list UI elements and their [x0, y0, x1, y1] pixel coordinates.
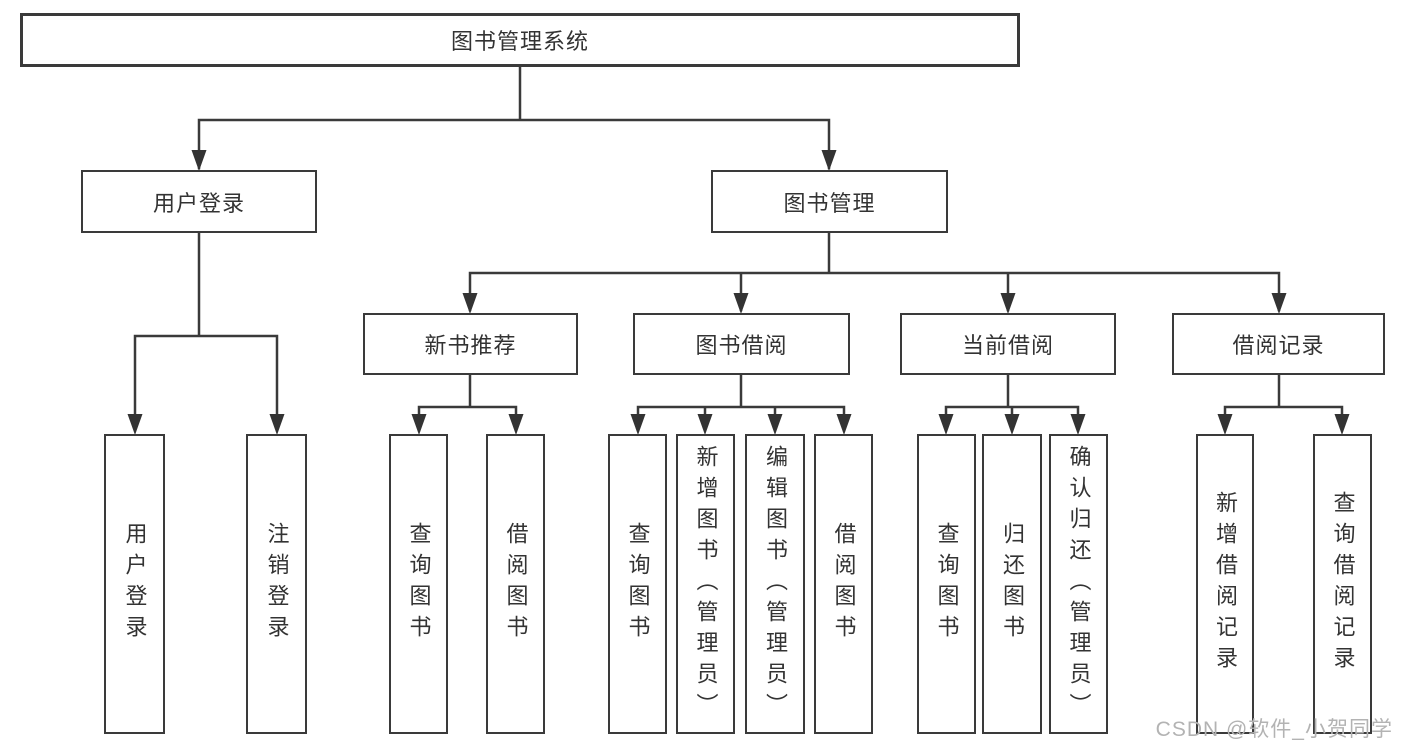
- leaf-query-borrow-record: 查询借阅记录: [1313, 434, 1372, 734]
- node-label: 图书借阅: [695, 333, 788, 358]
- node-current-borrowing: 当前借阅: [900, 313, 1116, 375]
- leaf-label: 编辑图书（管理员）: [763, 444, 788, 724]
- leaf-label: 查询图书: [625, 522, 651, 646]
- leaf-query-books-borrowing: 查询图书: [608, 434, 667, 734]
- leaf-label: 注销登录: [264, 522, 290, 646]
- leaf-confirm-return-admin: 确认归还（管理员）: [1049, 434, 1108, 734]
- leaf-label: 借阅图书: [831, 522, 857, 646]
- node-new-book-recommendation: 新书推荐: [363, 313, 578, 375]
- leaf-add-books-admin: 新增图书（管理员）: [676, 434, 735, 734]
- leaf-return-books: 归还图书: [982, 434, 1042, 734]
- leaf-label: 确认归还（管理员）: [1066, 444, 1092, 724]
- node-label: 图书管理系统: [450, 29, 589, 54]
- leaf-label: 归还图书: [1000, 522, 1025, 646]
- leaf-query-books-recommend: 查询图书: [389, 434, 448, 734]
- node-label: 图书管理: [783, 190, 876, 216]
- leaf-label: 新增图书（管理员）: [693, 444, 719, 724]
- leaf-label: 查询图书: [934, 522, 960, 646]
- leaf-label: 用户登录: [122, 522, 148, 646]
- node-borrowing-records: 借阅记录: [1172, 313, 1385, 375]
- leaf-label: 查询借阅记录: [1330, 491, 1356, 677]
- leaf-label: 借阅图书: [503, 522, 529, 646]
- leaf-label: 新增借阅记录: [1213, 491, 1238, 677]
- leaf-borrow-books-recommend: 借阅图书: [486, 434, 545, 734]
- leaf-label: 查询图书: [406, 522, 432, 646]
- leaf-borrow-books-borrowing: 借阅图书: [814, 434, 873, 734]
- node-user-login-group: 用户登录: [81, 170, 317, 233]
- leaf-logout: 注销登录: [246, 434, 307, 734]
- node-library-management-system: 图书管理系统: [20, 13, 1020, 67]
- node-label: 新书推荐: [424, 333, 517, 358]
- node-book-management-group: 图书管理: [711, 170, 948, 233]
- leaf-query-books-current: 查询图书: [917, 434, 976, 734]
- leaf-user-login: 用户登录: [104, 434, 165, 734]
- leaf-add-borrow-record: 新增借阅记录: [1196, 434, 1254, 734]
- node-label: 用户登录: [152, 190, 245, 216]
- leaf-edit-books-admin: 编辑图书（管理员）: [745, 434, 805, 734]
- node-label: 借阅记录: [1232, 333, 1325, 358]
- watermark: CSDN @软件_小贺同学: [1155, 718, 1393, 741]
- node-book-borrowing: 图书借阅: [633, 313, 850, 375]
- node-label: 当前借阅: [961, 333, 1054, 358]
